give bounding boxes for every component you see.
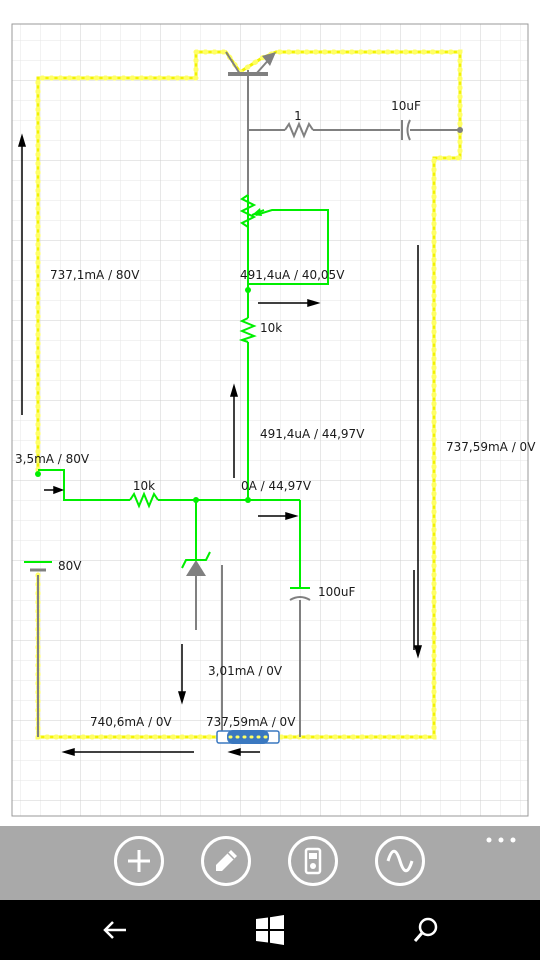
capacitor-right[interactable] — [289, 587, 311, 601]
resistor-mid[interactable] — [238, 317, 257, 343]
grid-area — [11, 23, 529, 817]
app-bar — [0, 826, 540, 900]
search-icon — [413, 917, 438, 942]
search-button[interactable] — [406, 910, 446, 950]
pencil-icon — [216, 850, 237, 871]
signal-button[interactable] — [375, 836, 425, 886]
current-arrows — [17, 133, 423, 757]
node-top-right — [457, 127, 463, 133]
node-pot — [245, 287, 251, 293]
live-wires — [26, 195, 329, 588]
circuit-canvas[interactable]: 1 10uF 10k 10k 100uF 80V — [0, 0, 540, 826]
node-junction-mid — [245, 497, 251, 503]
transistor[interactable] — [225, 51, 276, 76]
node-battery — [35, 471, 41, 477]
capacitor-top[interactable] — [401, 119, 411, 141]
reading-zener: 3,01mA / 0V — [208, 664, 283, 678]
back-button[interactable] — [95, 910, 135, 950]
node-junction-left — [193, 497, 199, 503]
plus-icon — [128, 850, 150, 872]
reading-fuse: 737,59mA / 0V — [206, 715, 296, 729]
reading-left-branch: 737,1mA / 80V — [50, 268, 140, 282]
reading-node: 0A / 44,97V — [241, 479, 312, 493]
add-button[interactable] — [114, 836, 164, 886]
back-arrow-icon — [103, 921, 126, 939]
multimeter-icon — [304, 847, 322, 875]
edit-button[interactable] — [201, 836, 251, 886]
reading-bottom-left: 740,6mA / 0V — [90, 715, 173, 729]
resistor-left[interactable] — [129, 491, 159, 509]
windows-logo-icon — [256, 915, 284, 945]
resistor-top[interactable] — [284, 121, 314, 139]
resistor-top-label: 1 — [294, 109, 302, 123]
sine-wave-icon — [386, 849, 414, 873]
reading-right-branch: 737,59mA / 0V — [446, 440, 536, 454]
fuse[interactable] — [216, 730, 280, 744]
circuit-diagram[interactable]: 1 10uF 10k 10k 100uF 80V — [0, 0, 540, 826]
capacitor-top-label: 10uF — [391, 99, 421, 113]
ellipsis-icon — [486, 837, 516, 843]
battery[interactable] — [24, 561, 52, 572]
start-button[interactable] — [250, 910, 290, 950]
device-button[interactable] — [288, 836, 338, 886]
idle-wires — [37, 70, 460, 737]
more-button[interactable] — [484, 832, 518, 848]
battery-label: 80V — [58, 559, 82, 573]
resistor-mid-label: 10k — [260, 321, 282, 335]
potentiometer[interactable] — [239, 194, 265, 228]
reading-battery-node: 3,5mA / 80V — [15, 452, 90, 466]
resistor-left-label: 10k — [133, 479, 155, 493]
capacitor-right-label: 100uF — [318, 585, 356, 599]
zener-diode[interactable] — [181, 551, 211, 576]
reading-mid: 491,4uA / 44,97V — [260, 427, 365, 441]
system-nav-bar — [0, 900, 540, 960]
reading-pot: 491,4uA / 40,05V — [240, 268, 345, 282]
